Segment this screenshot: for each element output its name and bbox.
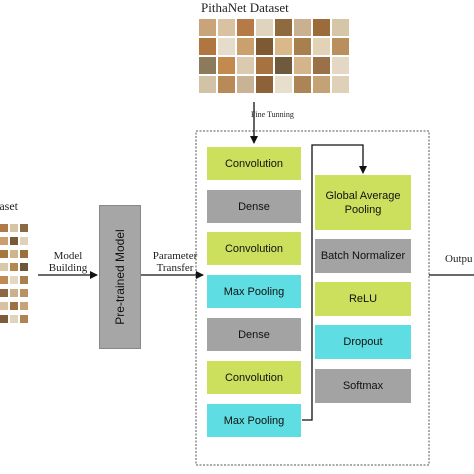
sample-image xyxy=(10,315,18,323)
sample-image xyxy=(275,57,292,74)
sample-image xyxy=(332,57,349,74)
sample-image xyxy=(10,237,18,245)
model-building-line-1: Model xyxy=(53,250,83,262)
sample-image xyxy=(218,19,235,36)
sample-image xyxy=(0,263,8,271)
sample-image xyxy=(10,289,18,297)
sample-image xyxy=(20,224,28,232)
sample-image xyxy=(313,76,330,93)
layer-dense-1: Dense xyxy=(207,190,301,223)
layer-dropout: Dropout xyxy=(315,325,411,359)
sample-image xyxy=(0,276,8,284)
sample-image xyxy=(294,38,311,55)
sample-image xyxy=(275,19,292,36)
sample-image xyxy=(10,224,18,232)
layer-batch-normalizer: Batch Normalizer xyxy=(315,239,411,273)
sample-image xyxy=(218,38,235,55)
layer-dense-2: Dense xyxy=(207,318,301,351)
pretrained-model-label: Pre-trained Model xyxy=(113,229,127,325)
sample-image xyxy=(332,38,349,55)
sample-image xyxy=(294,19,311,36)
sample-image xyxy=(20,315,28,323)
pretrained-model-block: Pre-trained Model xyxy=(99,205,141,349)
sample-image xyxy=(199,38,216,55)
sample-image xyxy=(10,250,18,258)
sample-image xyxy=(237,38,254,55)
sample-image xyxy=(256,76,273,93)
sample-image xyxy=(275,76,292,93)
sample-image xyxy=(237,57,254,74)
sample-image xyxy=(256,57,273,74)
sample-image xyxy=(275,38,292,55)
sample-image xyxy=(10,276,18,284)
sample-image xyxy=(313,38,330,55)
layer-convolution-2: Convolution xyxy=(207,232,301,265)
sample-image xyxy=(313,19,330,36)
parameter-transfer-line-2: Transfer xyxy=(156,262,194,274)
left-dataset-label: taset xyxy=(0,199,18,213)
parameter-transfer-line-1: Parameter xyxy=(152,250,198,262)
sample-image xyxy=(0,302,8,310)
sample-image xyxy=(256,19,273,36)
model-building-line-2: Building xyxy=(48,262,88,274)
sample-image xyxy=(332,76,349,93)
sample-image xyxy=(199,19,216,36)
sample-image xyxy=(313,57,330,74)
sample-image xyxy=(0,315,8,323)
dataset-image-grid xyxy=(199,19,355,99)
sample-image xyxy=(0,224,8,232)
sample-image xyxy=(218,57,235,74)
layer-relu: ReLU xyxy=(315,282,411,316)
sample-image xyxy=(0,289,8,297)
parameter-transfer-label: Parameter Transfer xyxy=(150,250,200,274)
sample-image xyxy=(199,76,216,93)
left-dataset-image-grid xyxy=(0,222,30,330)
layer-global-average-pooling: Global Average Pooling xyxy=(315,175,411,230)
sample-image xyxy=(20,289,28,297)
sample-image xyxy=(237,19,254,36)
sample-image xyxy=(20,263,28,271)
sample-image xyxy=(20,237,28,245)
column-link-arrow xyxy=(302,144,367,421)
dataset-title: PithaNet Dataset xyxy=(201,0,289,15)
sample-image xyxy=(256,38,273,55)
layer-softmax: Softmax xyxy=(315,369,411,403)
sample-image xyxy=(0,237,8,245)
sample-image xyxy=(20,250,28,258)
sample-image xyxy=(332,19,349,36)
model-frame xyxy=(195,130,430,466)
output-label: Outpu xyxy=(445,253,473,265)
sample-image xyxy=(10,302,18,310)
sample-image xyxy=(20,302,28,310)
sample-image xyxy=(20,276,28,284)
model-building-label: Model Building xyxy=(44,250,92,274)
layer-max-pooling-1: Max Pooling xyxy=(207,275,301,308)
layer-convolution-1: Convolution xyxy=(207,147,301,180)
layer-convolution-3: Convolution xyxy=(207,361,301,394)
sample-image xyxy=(294,76,311,93)
sample-image xyxy=(10,263,18,271)
sample-image xyxy=(237,76,254,93)
sample-image xyxy=(294,57,311,74)
layer-max-pooling-2: Max Pooling xyxy=(207,404,301,437)
fine-tuning-label: Fine Tunning xyxy=(251,110,294,119)
sample-image xyxy=(0,250,8,258)
sample-image xyxy=(199,57,216,74)
sample-image xyxy=(218,76,235,93)
